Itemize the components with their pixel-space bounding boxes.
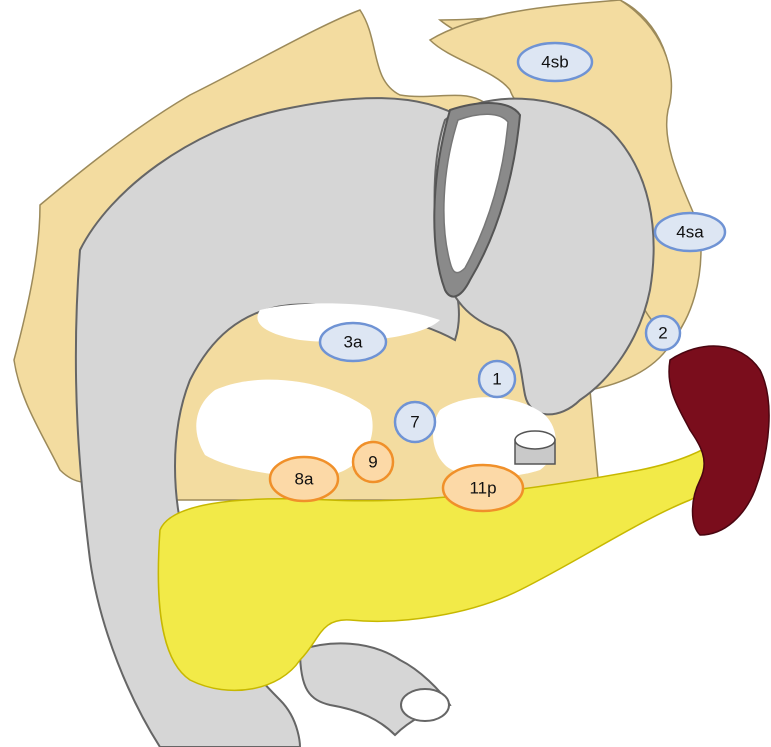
node-9: 9 — [353, 442, 393, 482]
node-9-label: 9 — [368, 453, 377, 472]
node-7-label: 7 — [410, 413, 419, 432]
node-2: 2 — [646, 316, 680, 350]
node-3a: 3a — [320, 323, 386, 361]
node-2-label: 2 — [658, 324, 667, 343]
node-11p-label: 11p — [469, 479, 496, 498]
node-4sa: 4sa — [655, 213, 725, 251]
node-1-label: 1 — [492, 370, 501, 389]
node-8a-label: 8a — [295, 470, 314, 489]
splenic-artery-stub — [515, 431, 555, 464]
node-4sb: 4sb — [518, 43, 592, 81]
node-8a: 8a — [270, 457, 338, 501]
node-4sb-label: 4sb — [541, 53, 568, 72]
node-4sa-label: 4sa — [676, 223, 704, 242]
node-11p: 11p — [443, 465, 523, 511]
node-1: 1 — [479, 361, 515, 397]
spleen — [669, 346, 769, 535]
node-3a-label: 3a — [344, 333, 363, 352]
duodenal-lumen — [401, 689, 449, 721]
node-7: 7 — [395, 402, 435, 442]
